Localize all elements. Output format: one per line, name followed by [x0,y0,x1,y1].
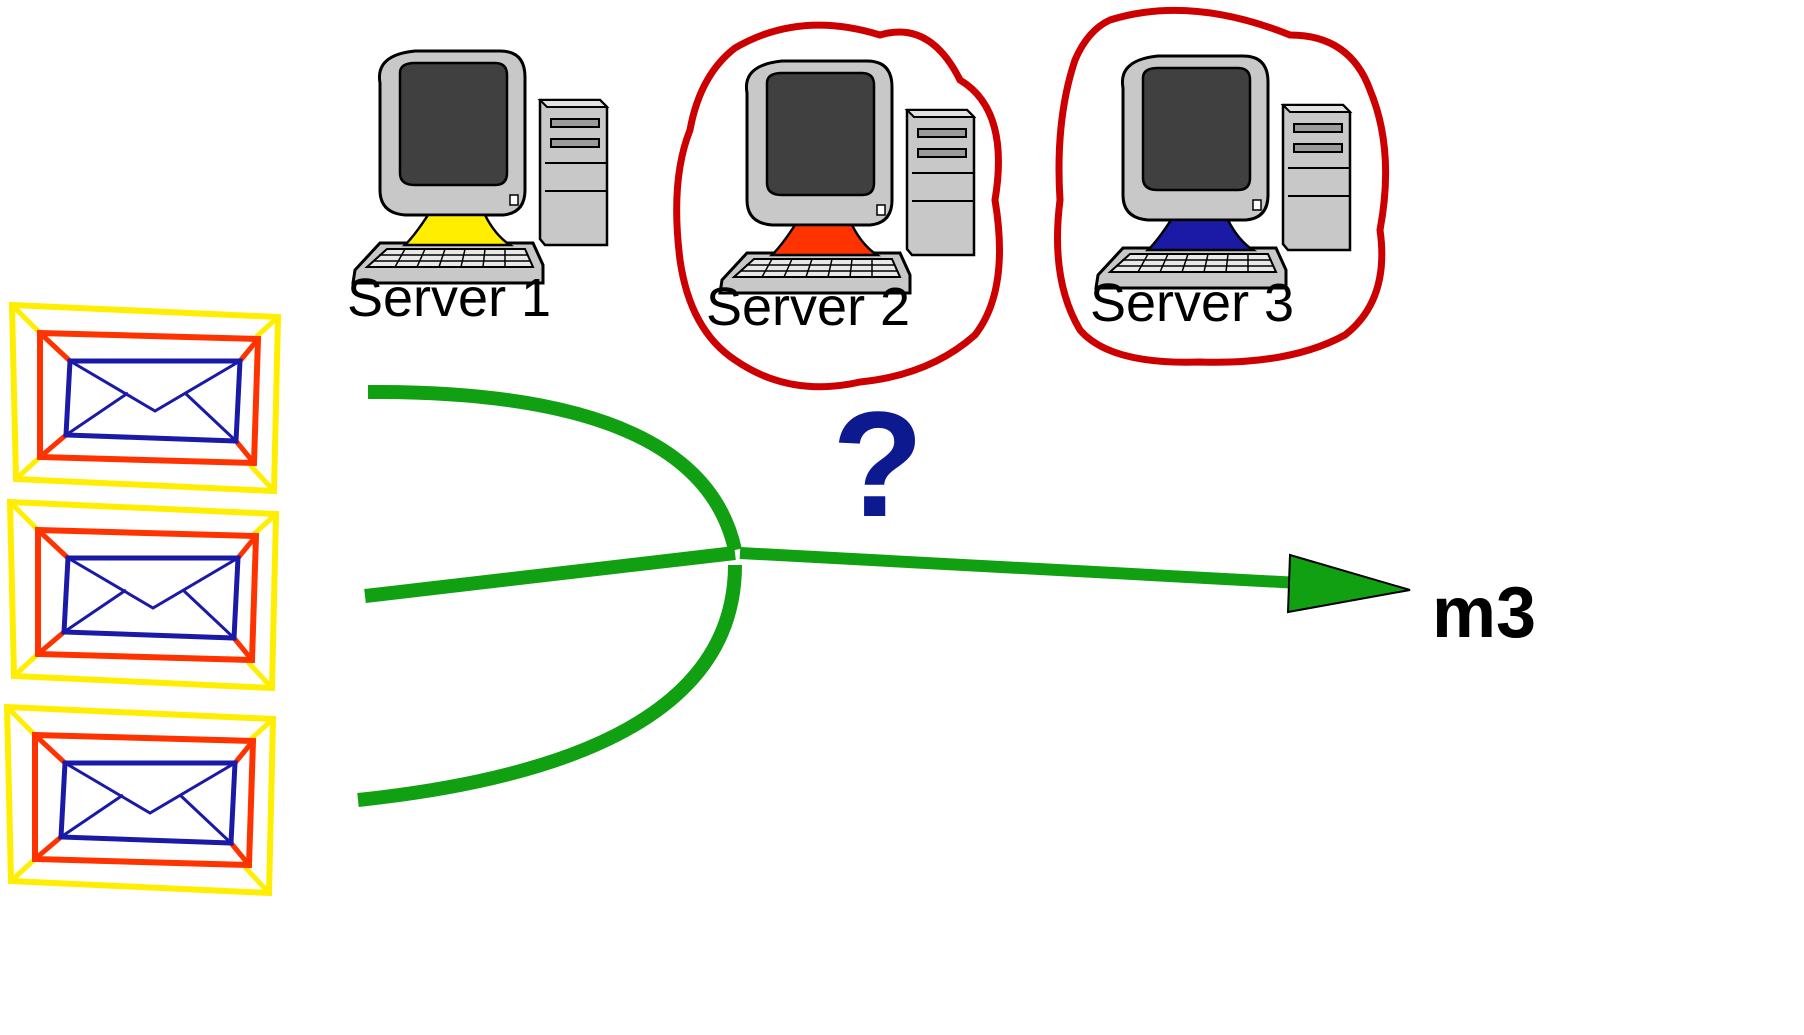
message-1 [12,305,278,491]
server-2-label: Server 2 [706,277,911,337]
question-mark: ? [832,380,924,548]
message-3 [7,707,273,893]
target-label-m3: m3 [1432,573,1537,653]
server-3-highlight [1054,6,1390,366]
server-3-label: Server 3 [1090,273,1295,333]
flow-middle-line [364,546,736,603]
flow-lower-arc [357,564,742,807]
server-1-label: Server 1 [347,268,552,328]
server-2-stand [768,223,882,257]
server-2-highlight [673,21,1003,391]
server-2 [718,59,976,295]
server-1-stand [401,213,515,247]
flow-upper-arc [367,384,742,552]
server-3 [1094,54,1352,290]
message-2 [10,502,276,688]
server-3-stand [1144,218,1258,252]
server-1 [351,49,609,285]
flow-output-arrow-shaft [739,547,1301,589]
flow-arrowhead [1286,553,1411,614]
